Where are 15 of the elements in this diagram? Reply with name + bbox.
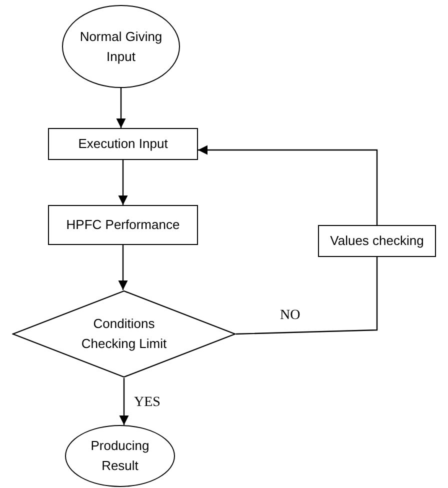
decision-diamond — [12, 290, 236, 378]
node-label: Conditions Checking Limit — [80, 315, 168, 353]
node-label: Producing Result — [90, 437, 150, 475]
arrow — [116, 88, 126, 128]
node-label: HPFC Performance — [65, 216, 181, 234]
process-box — [318, 225, 436, 257]
arrow — [118, 160, 128, 205]
arrow — [119, 378, 129, 425]
node-label: Normal Giving Input — [78, 28, 164, 66]
process-box — [48, 128, 198, 160]
node-label: Execution Input — [77, 135, 169, 153]
arrow — [198, 145, 378, 225]
node-label: Values checking — [329, 232, 425, 250]
process-box — [48, 205, 198, 245]
arrow — [118, 245, 128, 290]
